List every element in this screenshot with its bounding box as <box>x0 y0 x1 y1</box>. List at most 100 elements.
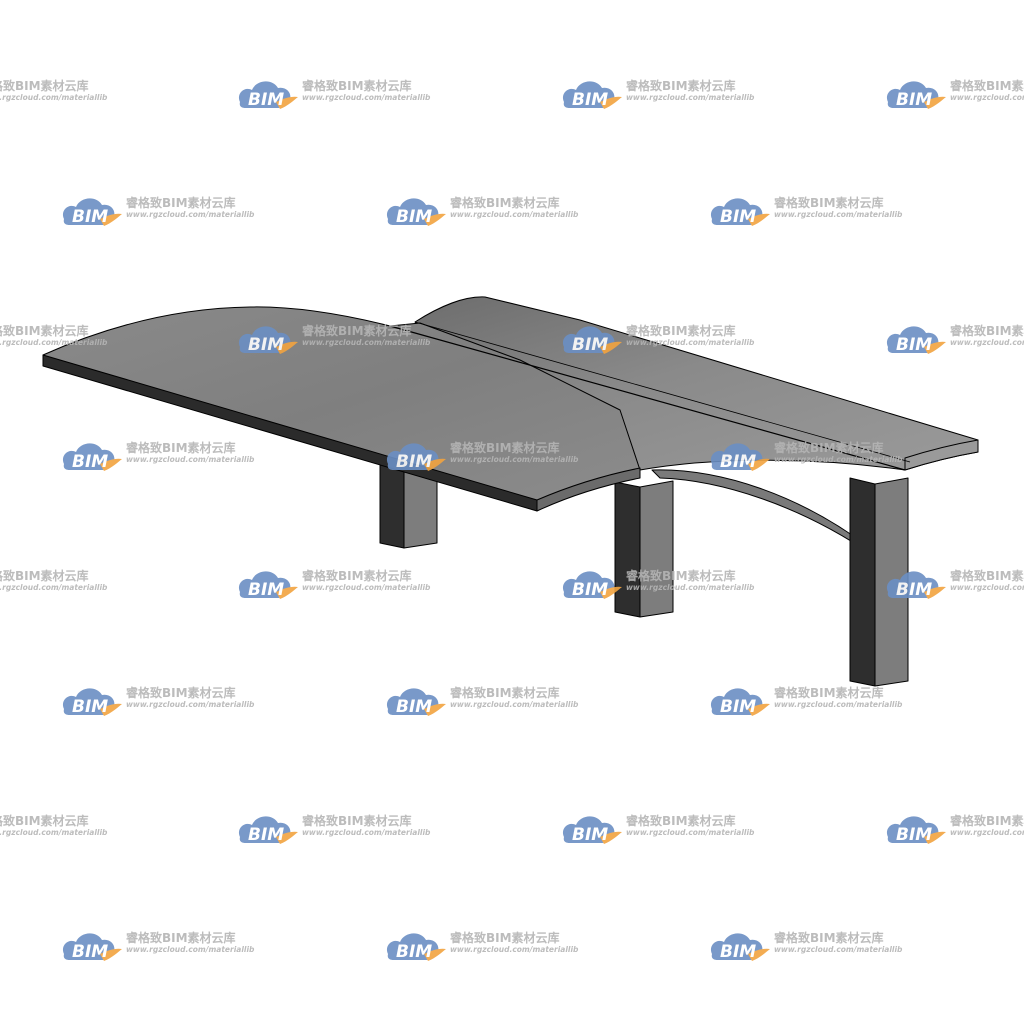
watermark-brand: 睿格致BIM素材云库 <box>774 195 884 210</box>
watermark-logo-text: BIM <box>572 580 608 600</box>
watermark-url: www.rgzcloud.com/materiallib <box>126 210 255 219</box>
watermark-logo-text: BIM <box>396 697 432 717</box>
watermark-logo-text: BIM <box>396 207 432 227</box>
watermark-url: www.rgzcloud.com/materiallib <box>0 828 108 837</box>
watermark: BIM睿格致BIM素材云库www.rgzcloud.com/materialli… <box>886 813 1024 845</box>
watermark-url: www.rgzcloud.com/materiallib <box>774 945 903 954</box>
watermark-url: www.rgzcloud.com/materiallib <box>0 583 108 592</box>
watermark-url: www.rgzcloud.com/materiallib <box>626 93 755 102</box>
watermark-brand: 睿格致BIM素材云库 <box>450 440 560 455</box>
watermark: BIM睿格致BIM素材云库www.rgzcloud.com/materialli… <box>886 78 1024 110</box>
swoosh-icon <box>424 948 446 961</box>
roof-panel-front-edge-right <box>536 467 641 512</box>
roof-panel-back-edge <box>904 439 979 471</box>
watermark-logo-text: BIM <box>572 825 608 845</box>
watermark: BIM睿格致BIM素材云库www.rgzcloud.com/materialli… <box>710 440 903 472</box>
watermark-logo-text: BIM <box>72 207 108 227</box>
watermark-url: www.rgzcloud.com/materiallib <box>302 583 431 592</box>
watermark-url: www.rgzcloud.com/materiallib <box>950 828 1024 837</box>
watermark-brand: 睿格致BIM素材云库 <box>302 78 412 93</box>
watermark-layer: BIM睿格致BIM素材云库www.rgzcloud.com/materialli… <box>0 78 1024 962</box>
watermark: BIM睿格致BIM素材云库www.rgzcloud.com/materialli… <box>710 930 903 962</box>
watermark-url: www.rgzcloud.com/materiallib <box>450 945 579 954</box>
swoosh-icon <box>748 458 770 471</box>
swoosh-icon <box>924 831 946 844</box>
watermark-url: www.rgzcloud.com/materiallib <box>626 583 755 592</box>
swoosh-icon <box>748 948 770 961</box>
watermark-url: www.rgzcloud.com/materiallib <box>302 93 431 102</box>
watermark-brand: 睿格致BIM素材云库 <box>950 78 1024 93</box>
watermark: BIM睿格致BIM素材云库www.rgzcloud.com/materialli… <box>0 568 108 592</box>
watermark-logo-text: BIM <box>248 335 284 355</box>
swoosh-icon <box>600 96 622 109</box>
watermark: BIM睿格致BIM素材云库www.rgzcloud.com/materialli… <box>62 685 255 717</box>
swoosh-icon <box>748 703 770 716</box>
watermark: BIM睿格致BIM素材云库www.rgzcloud.com/materialli… <box>238 323 431 355</box>
watermark: BIM睿格致BIM素材云库www.rgzcloud.com/materialli… <box>386 440 579 472</box>
watermark-brand: 睿格致BIM素材云库 <box>774 440 884 455</box>
watermark-logo-text: BIM <box>896 580 932 600</box>
watermark: BIM睿格致BIM素材云库www.rgzcloud.com/materialli… <box>562 78 755 110</box>
watermark-logo-text: BIM <box>896 90 932 110</box>
watermark-logo-text: BIM <box>72 942 108 962</box>
watermark: BIM 睿格致BIM素材云库www.rgzcloud.com/materialli… <box>886 323 1024 355</box>
post-rear-left <box>379 461 438 549</box>
watermark-brand: 睿格致BIM素材云库 <box>0 568 89 583</box>
watermark: BIM睿格致BIM素材云库www.rgzcloud.com/materialli… <box>386 930 579 962</box>
watermark: BIM 睿格致BIM素材云库www.rgzcloud.com/materialli… <box>238 78 431 110</box>
watermark: BIM睿格致BIM素材云库www.rgzcloud.com/materialli… <box>0 323 108 347</box>
post-middle <box>614 480 674 618</box>
watermark-url: www.rgzcloud.com/materiallib <box>126 945 255 954</box>
watermark-logo-text: BIM <box>572 335 608 355</box>
watermark: BIM 睿格致BIM素材云库www.rgzcloud.com/materialli… <box>562 568 755 600</box>
watermark: BIM 睿格致BIM素材云库www.rgzcloud.com/materialli… <box>710 195 903 227</box>
watermark-url: www.rgzcloud.com/materiallib <box>950 583 1024 592</box>
watermark: BIM睿格致BIM素材云库www.rgzcloud.com/materialli… <box>238 813 431 845</box>
watermark-logo-text: BIM <box>720 942 756 962</box>
watermark-url: www.rgzcloud.com/materiallib <box>774 210 903 219</box>
watermark-url: www.rgzcloud.com/materiallib <box>626 338 755 347</box>
watermark-brand: 睿格致BIM素材云库 <box>302 813 412 828</box>
watermark-url: www.rgzcloud.com/materiallib <box>950 338 1024 347</box>
watermark-logo-text: BIM <box>720 697 756 717</box>
watermark-url: www.rgzcloud.com/materiallib <box>626 828 755 837</box>
watermark-brand: 睿格致BIM素材云库 <box>0 813 89 828</box>
watermark-logo-text: BIM <box>896 335 932 355</box>
swoosh-icon <box>600 586 622 599</box>
watermark-url: www.rgzcloud.com/materiallib <box>126 455 255 464</box>
roof-seam-ridge <box>414 321 911 463</box>
watermark: BIM 睿格致BIM素材云库www.rgzcloud.com/materialli… <box>238 568 431 600</box>
watermark-brand: 睿格致BIM素材云库 <box>950 323 1024 338</box>
watermark-logo-text: BIM <box>896 825 932 845</box>
watermark-brand: 睿格致BIM素材云库 <box>626 813 736 828</box>
swoosh-icon <box>100 948 122 961</box>
watermark-brand: 睿格致BIM素材云库 <box>450 930 560 945</box>
watermark-brand: 睿格致BIM素材云库 <box>126 440 236 455</box>
watermark: BIM睿格致BIM素材云库www.rgzcloud.com/materialli… <box>0 78 108 102</box>
canopy-model <box>42 296 979 687</box>
watermark-logo-text: BIM <box>396 452 432 472</box>
watermark-url: www.rgzcloud.com/materiallib <box>450 210 579 219</box>
watermark-brand: 睿格致BIM素材云库 <box>774 685 884 700</box>
watermark-brand: 睿格致BIM素材云库 <box>626 568 736 583</box>
swoosh-icon <box>100 458 122 471</box>
watermark: BIM 睿格致BIM素材云库www.rgzcloud.com/materialli… <box>562 813 755 845</box>
watermark-logo-text: BIM <box>720 207 756 227</box>
roof-seam <box>389 325 906 471</box>
watermark-brand: 睿格致BIM素材云库 <box>302 568 412 583</box>
watermark-url: www.rgzcloud.com/materiallib <box>0 338 108 347</box>
swoosh-icon <box>276 341 298 354</box>
watermark-logo-text: BIM <box>248 580 284 600</box>
watermark-logo-text: BIM <box>72 452 108 472</box>
watermark-brand: 睿格致BIM素材云库 <box>0 323 89 338</box>
swoosh-icon <box>924 341 946 354</box>
watermark-url: www.rgzcloud.com/materiallib <box>126 700 255 709</box>
watermark: BIM睿格致BIM素材云库www.rgzcloud.com/materialli… <box>62 195 255 227</box>
watermark: BIM睿格致BIM素材云库www.rgzcloud.com/materialli… <box>710 685 903 717</box>
watermark-url: www.rgzcloud.com/materiallib <box>0 93 108 102</box>
swoosh-icon <box>600 341 622 354</box>
watermark-logo-text: BIM <box>248 90 284 110</box>
swoosh-icon <box>276 96 298 109</box>
watermark-logo-text: BIM <box>72 697 108 717</box>
